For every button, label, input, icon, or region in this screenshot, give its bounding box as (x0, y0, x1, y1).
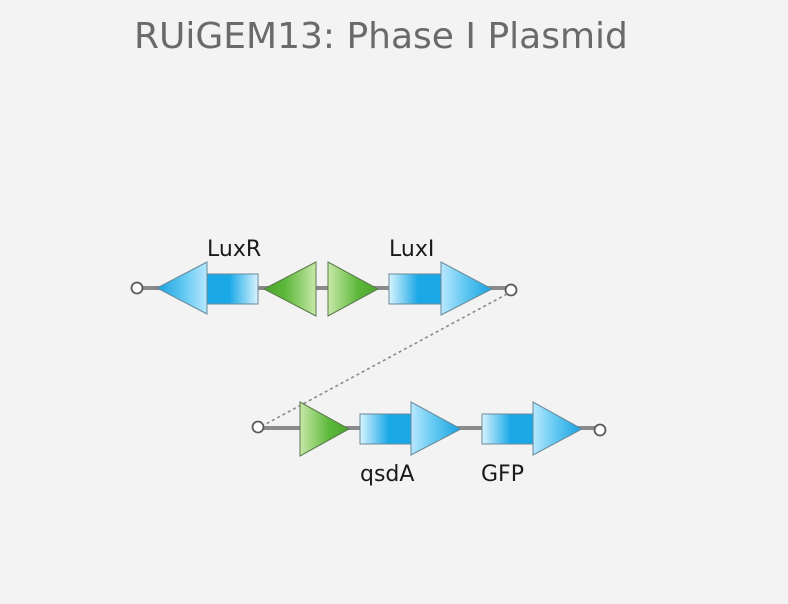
gene-luxr (155, 261, 259, 315)
luxi-label: LuxI (389, 237, 434, 262)
gfp-body (481, 413, 535, 445)
top-construct: LuxR LuxI (130, 237, 518, 317)
gfp-arrowhead (532, 401, 584, 456)
promoter-forward-bottom (299, 401, 351, 457)
gfp-label: GFP (481, 462, 524, 487)
gene-luxi (388, 261, 494, 316)
page-title: RUiGEM13: Phase I Plasmid (134, 16, 628, 57)
terminator-right-bottom (593, 423, 607, 437)
luxr-arrowhead (155, 261, 208, 315)
bottom-construct: qsdA GFP (251, 401, 607, 487)
luxi-body (388, 273, 443, 305)
gene-gfp (481, 401, 584, 456)
luxr-label: LuxR (207, 237, 261, 262)
promoter-forward-top (327, 261, 380, 317)
luxr-body (205, 273, 259, 305)
continuation-dotted-line (263, 293, 508, 426)
qsda-arrowhead (410, 401, 463, 456)
luxi-arrowhead (440, 261, 494, 316)
terminator-left-bottom (251, 420, 265, 434)
qsda-label: qsdA (360, 462, 414, 487)
terminator-right-top (504, 283, 518, 297)
qsda-body (359, 413, 413, 445)
gene-qsda (359, 401, 463, 456)
promoter-reverse (262, 261, 317, 317)
terminator-left-top (130, 281, 144, 295)
